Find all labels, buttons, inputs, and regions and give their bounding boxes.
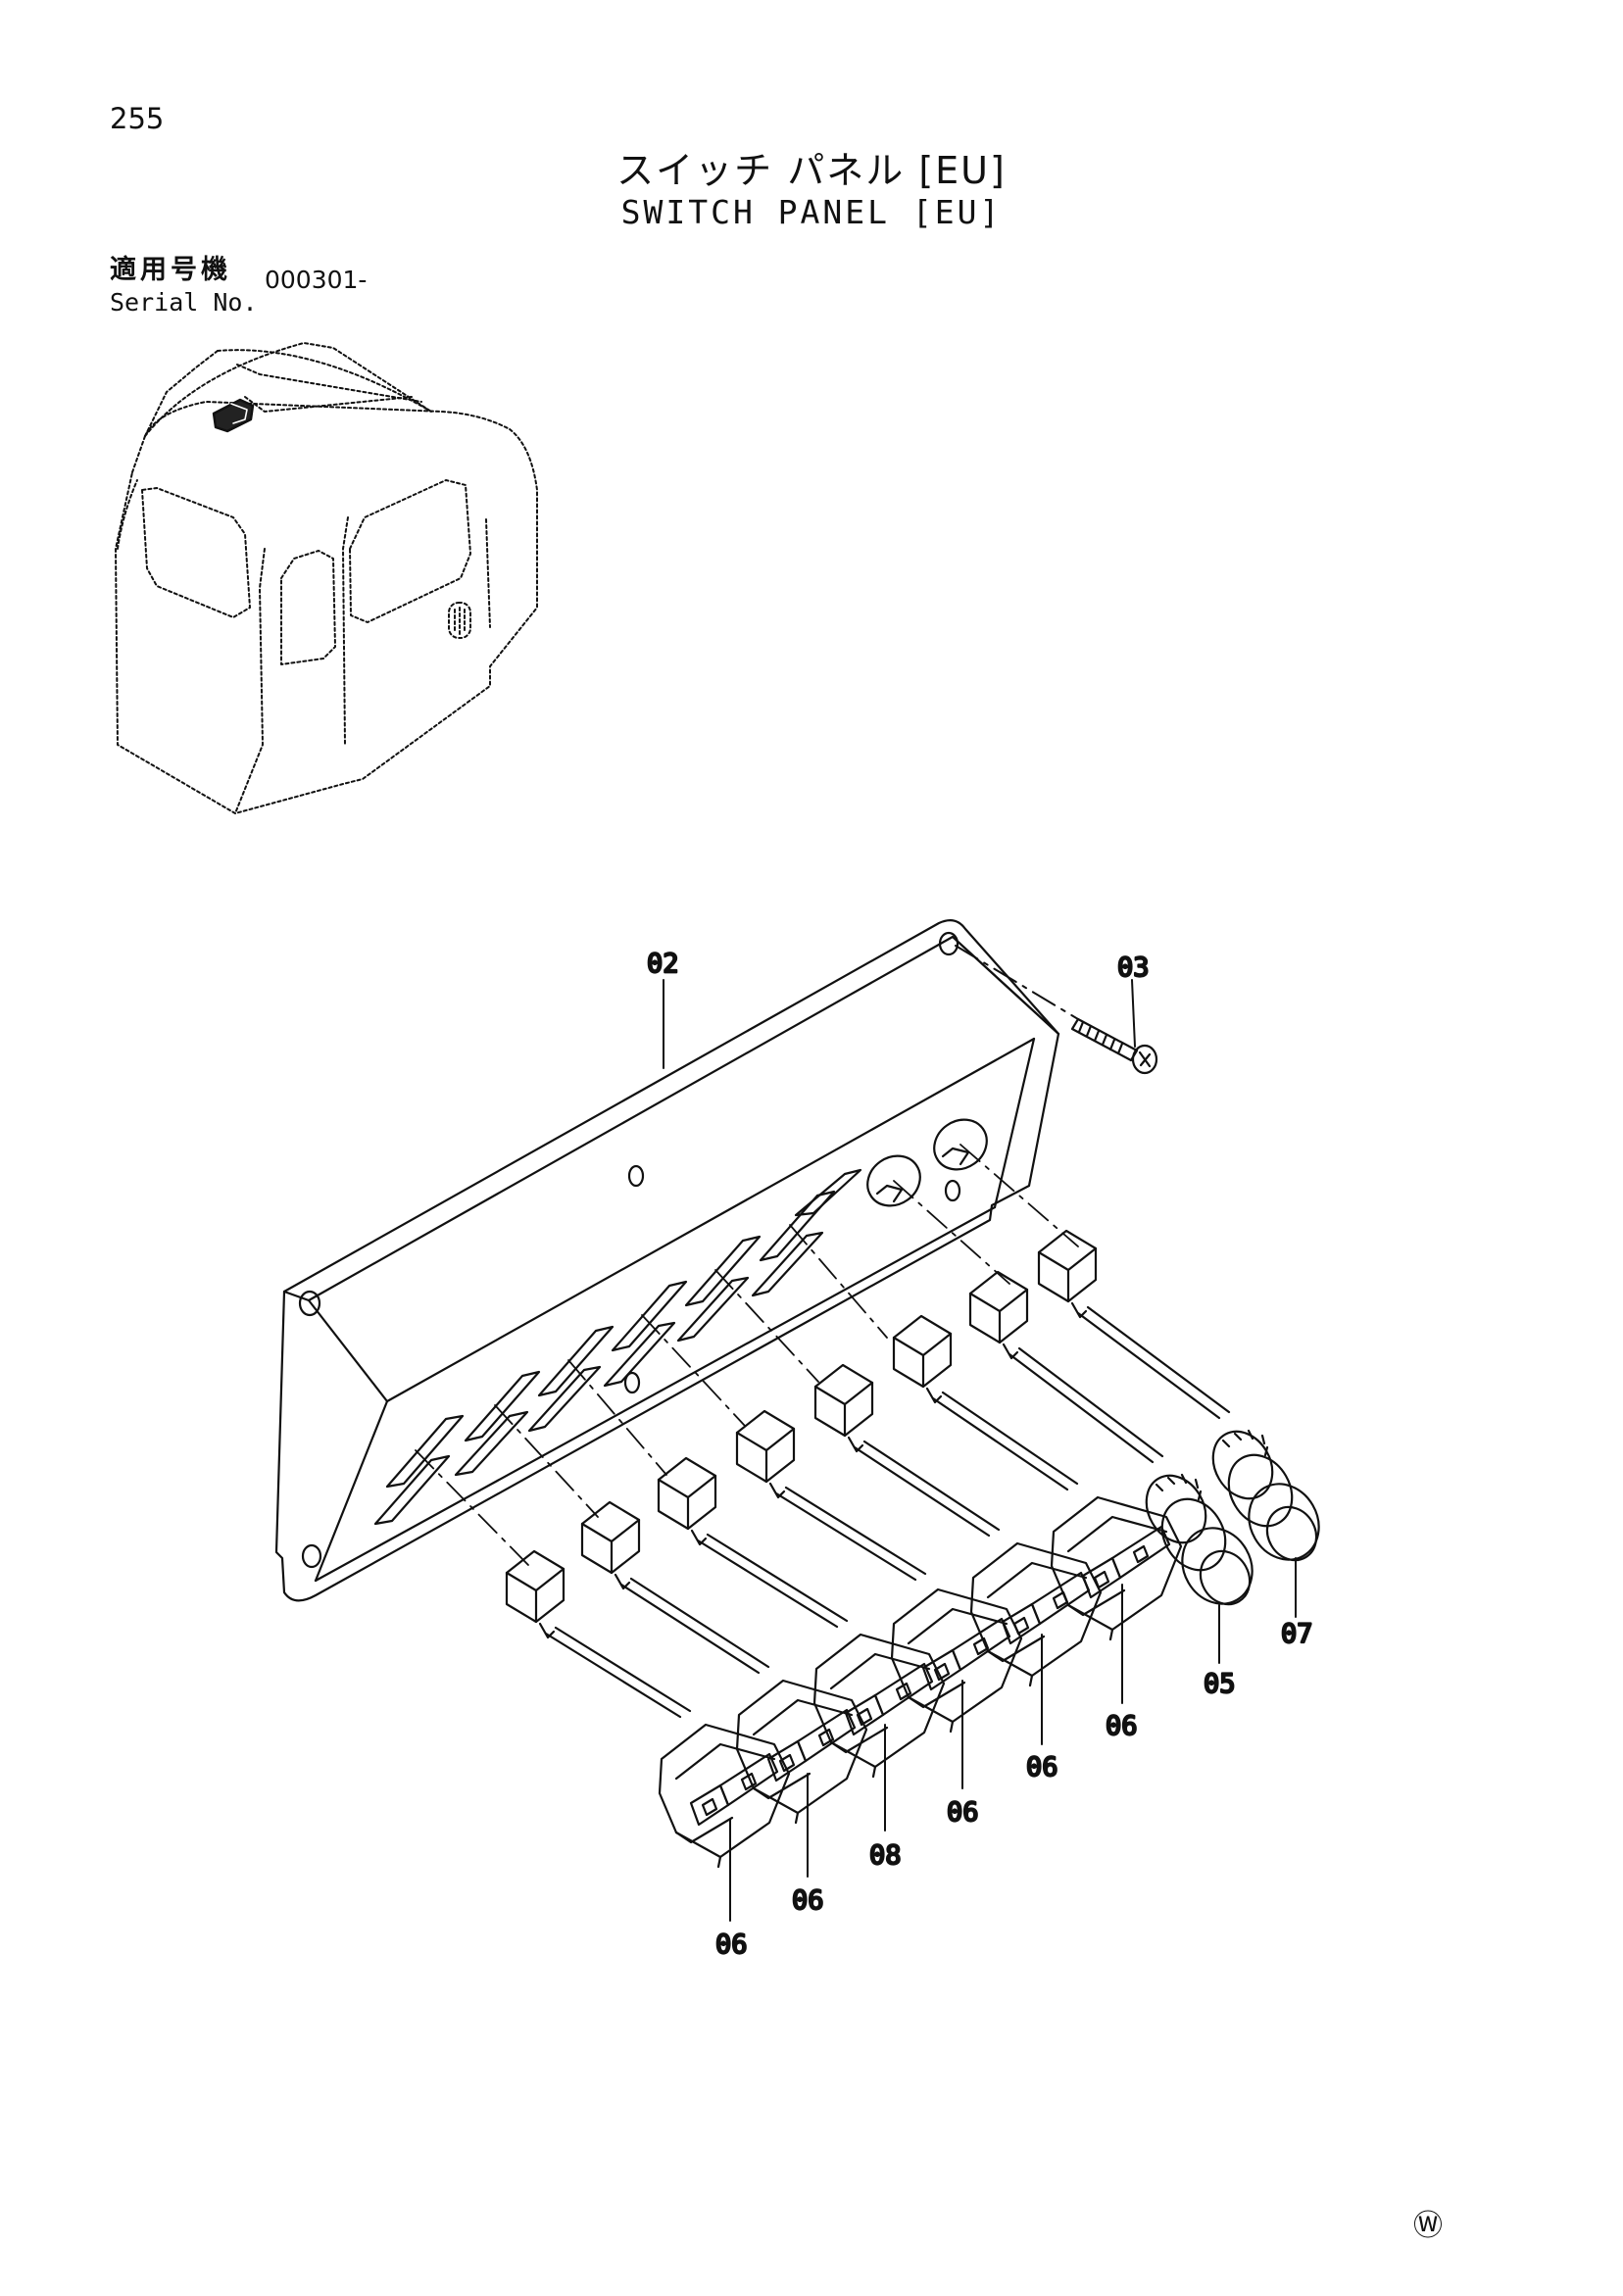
wire-connector-3 bbox=[657, 1456, 849, 1629]
alignment-lines bbox=[415, 1144, 1079, 1567]
serial-label-english: Serial No. bbox=[110, 288, 258, 317]
callout-06-e: 06 bbox=[715, 1930, 748, 1960]
callout-05: 05 bbox=[1204, 1669, 1236, 1699]
rocker-switch-6 bbox=[1050, 1495, 1183, 1641]
callout-07: 07 bbox=[1281, 1619, 1313, 1649]
rocker-switches bbox=[658, 1495, 1183, 1869]
callout-08: 08 bbox=[869, 1840, 902, 1871]
callout-leader-lines bbox=[729, 1557, 1297, 1922]
wire-connector-4 bbox=[735, 1409, 927, 1582]
round-switch-07 bbox=[1211, 1429, 1320, 1562]
switch-panel-plate bbox=[274, 918, 1060, 1602]
rocker-switch-3 bbox=[812, 1633, 946, 1779]
callout-06-b: 06 bbox=[1026, 1752, 1058, 1783]
wire-connector-8 bbox=[1037, 1229, 1231, 1420]
rocker-switch-5 bbox=[969, 1541, 1103, 1687]
wire-connector-6 bbox=[892, 1314, 1079, 1491]
callout-06-c: 06 bbox=[947, 1797, 979, 1828]
callout-03: 03 bbox=[1117, 953, 1150, 983]
page-title-japanese: スイッチ パネル [EU] bbox=[616, 149, 1007, 192]
wire-connector-7 bbox=[968, 1270, 1164, 1464]
rocker-switch-4 bbox=[890, 1588, 1023, 1734]
rocker-switch-1 bbox=[658, 1723, 791, 1869]
cab-overview-illustration bbox=[115, 342, 538, 814]
rocker-switch-2 bbox=[735, 1679, 868, 1825]
callout-06-a: 06 bbox=[1106, 1711, 1138, 1741]
callout-06-d: 06 bbox=[792, 1885, 824, 1916]
screw-part bbox=[955, 945, 1158, 1075]
serial-label-japanese: 適用号機 bbox=[110, 255, 231, 285]
wire-connector-5 bbox=[813, 1363, 1001, 1538]
callout-02: 02 bbox=[647, 949, 679, 979]
page-title-english: SWITCH PANEL [EU] bbox=[620, 193, 1003, 231]
wire-connector-1 bbox=[505, 1549, 692, 1719]
page-number: 255 bbox=[110, 102, 165, 135]
wire-connectors bbox=[505, 1229, 1231, 1719]
round-switch-05 bbox=[1145, 1473, 1254, 1606]
wire-connector-2 bbox=[580, 1500, 770, 1675]
watermark-logo: Ⓦ bbox=[1413, 2209, 1443, 2243]
serial-number-range: 000301- bbox=[265, 266, 368, 294]
cab-location-marker bbox=[212, 398, 255, 433]
